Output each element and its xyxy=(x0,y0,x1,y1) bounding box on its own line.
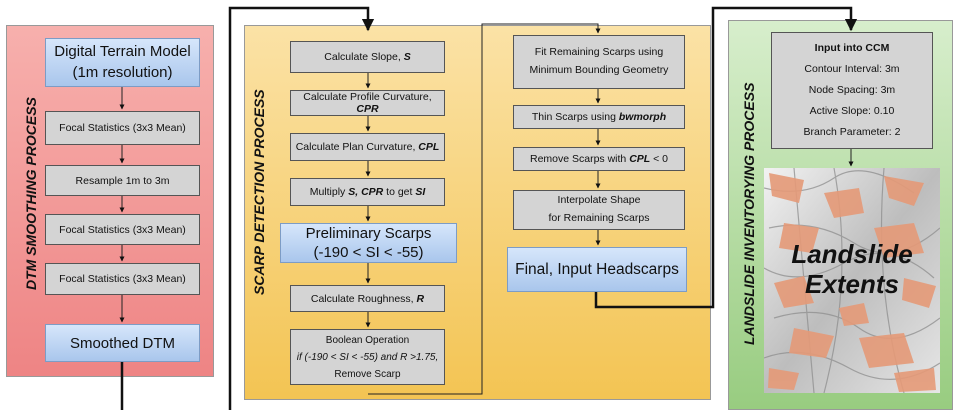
dtm-line1: Digital Terrain Model xyxy=(54,43,191,61)
landslide-label-line2: Extents xyxy=(805,268,899,299)
boolean-line3: Remove Scarp xyxy=(334,368,401,380)
plan-text: Calculate Plan Curvature, xyxy=(295,141,419,153)
preliminary-scarps-box: Preliminary Scarps (-190 < SI < -55) xyxy=(280,223,457,263)
interp-line2: for Remaining Scarps xyxy=(548,212,650,224)
focal-statistics-box-2: Focal Statistics (3x3 Mean) xyxy=(45,214,200,245)
thin-text: Thin Scarps using xyxy=(531,111,619,123)
thin-var: bwmorph xyxy=(618,111,667,123)
interpolate-shape-box: Interpolate Shape for Remaining Scarps xyxy=(513,190,685,230)
prelim-line2: (-190 < SI < -55) xyxy=(313,244,424,261)
ccm-input-box: Input into CCM Contour Interval: 3m Node… xyxy=(771,32,933,149)
profile-text: Calculate Profile Curvature, xyxy=(303,91,432,103)
multiply-vars: S, CPR xyxy=(348,186,384,198)
slope-var: S xyxy=(403,51,411,63)
landslide-extents-map: Landslide Extents xyxy=(764,168,940,393)
fit-line2: Minimum Bounding Geometry xyxy=(529,64,669,76)
prelim-line1: Preliminary Scarps xyxy=(305,224,432,242)
landslide-extents-label: Landslide Extents xyxy=(764,239,940,300)
scarp-arrows xyxy=(365,73,854,328)
profile-curvature-box: Calculate Profile Curvature, CPR xyxy=(290,90,445,116)
roughness-text: Calculate Roughness, xyxy=(310,292,417,305)
fit-line1: Fit Remaining Scarps using xyxy=(534,46,664,59)
landslide-label-line1: Landslide xyxy=(791,239,913,269)
remove-tail: < 0 xyxy=(650,153,668,165)
multiply-box: Multiply S, CPR to get SI xyxy=(290,178,445,206)
remove-scarps-box: Remove Scarps with CPL < 0 xyxy=(513,147,685,171)
resample-box: Resample 1m to 3m xyxy=(45,165,200,196)
ccm-slope: Active Slope: 0.10 xyxy=(809,105,895,117)
roughness-var: R xyxy=(416,292,425,305)
main-flow-lines xyxy=(120,6,858,410)
multiply-mid: to get xyxy=(383,186,416,198)
final-input-headscarps-box: Final, Input Headscarps xyxy=(507,247,687,292)
dtm-line2: (1m resolution) xyxy=(72,63,173,81)
ccm-node: Node Spacing: 3m xyxy=(808,84,896,96)
interp-line1: Interpolate Shape xyxy=(557,194,641,207)
plan-curvature-box: Calculate Plan Curvature, CPL xyxy=(290,133,445,161)
profile-var: CPR xyxy=(356,103,379,115)
scarp-bridge-line xyxy=(368,23,601,395)
multiply-result: SI xyxy=(415,186,426,198)
fit-remaining-scarps-box: Fit Remaining Scarps using Minimum Bound… xyxy=(513,35,685,89)
boolean-operation-box: Boolean Operation if (-190 < SI < -55) a… xyxy=(290,329,445,385)
digital-terrain-model-box: Digital Terrain Model (1m resolution) xyxy=(45,38,200,87)
ccm-title: Input into CCM xyxy=(814,42,890,54)
thin-scarps-box: Thin Scarps using bwmorph xyxy=(513,105,685,129)
remove-text: Remove Scarps with xyxy=(529,153,630,165)
multiply-text: Multiply xyxy=(309,186,349,198)
focal-statistics-box-1: Focal Statistics (3x3 Mean) xyxy=(45,111,200,145)
terrain-hillshade xyxy=(764,168,940,393)
focal-statistics-box-3: Focal Statistics (3x3 Mean) xyxy=(45,263,200,295)
slope-text: Calculate Slope, xyxy=(324,51,404,63)
boolean-line1: Boolean Operation xyxy=(325,334,410,346)
ccm-branch: Branch Parameter: 2 xyxy=(803,126,901,138)
calculate-roughness-box: Calculate Roughness, R xyxy=(290,285,445,312)
boolean-line2: if (-190 < SI < -55) and R >1.75, xyxy=(296,351,439,363)
plan-var: CPL xyxy=(418,141,440,153)
calculate-slope-box: Calculate Slope, S xyxy=(290,41,445,73)
smoothed-dtm-box: Smoothed DTM xyxy=(45,324,200,362)
remove-var: CPL xyxy=(629,153,651,165)
ccm-contour: Contour Interval: 3m xyxy=(804,63,900,75)
